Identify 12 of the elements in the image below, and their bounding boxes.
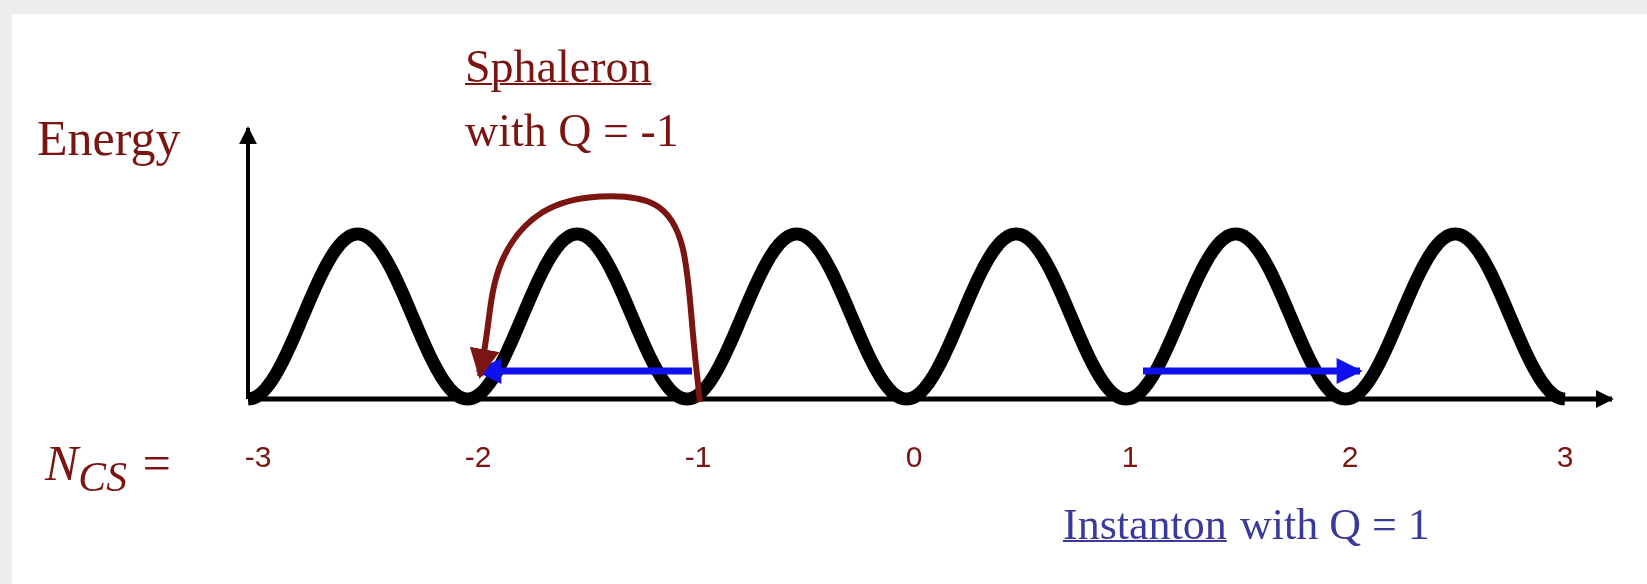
tick-label: 3 <box>1556 442 1574 472</box>
tick-label: 1 <box>1121 442 1139 472</box>
sphaleron-label: Sphaleron <box>465 44 652 90</box>
axis-label: N$_{CS}$ = <box>45 438 174 499</box>
tick-label: 2 <box>1341 442 1359 472</box>
charge-label: with Q = -1 <box>465 108 679 154</box>
tick-label: -2 <box>464 442 492 472</box>
charge-label: with Q = 1 <box>1240 503 1430 547</box>
tick-label: -1 <box>684 442 712 472</box>
tick-label: 0 <box>905 442 923 472</box>
tick-label: -3 <box>244 442 272 472</box>
instanton-label: Instanton <box>1063 503 1227 547</box>
